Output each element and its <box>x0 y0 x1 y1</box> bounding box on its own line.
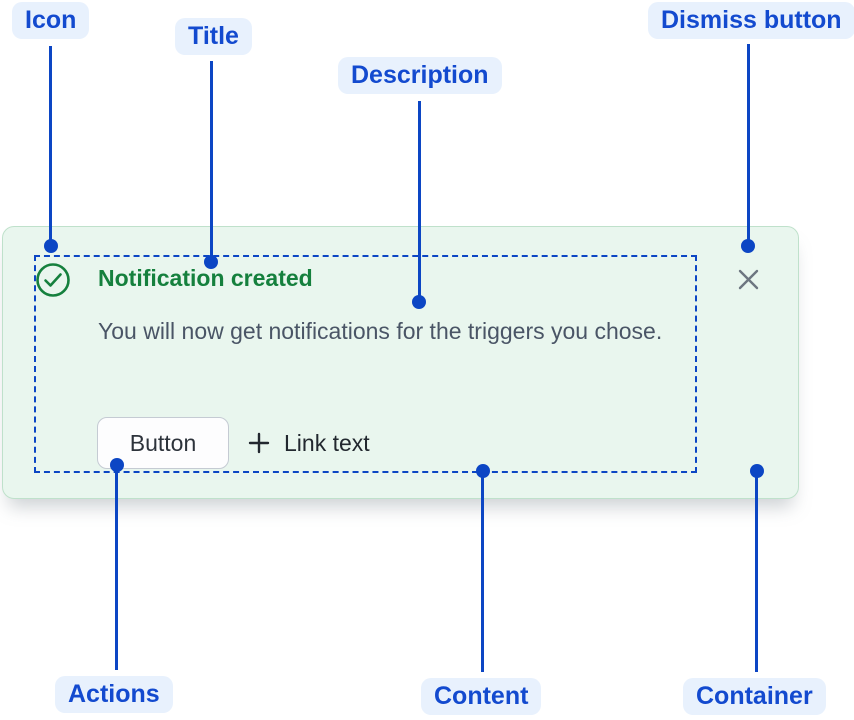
notification-container: Notification created You will now get no… <box>2 226 799 499</box>
close-icon <box>737 268 760 291</box>
connector-line-description <box>418 101 421 302</box>
connector-dot-icon <box>44 239 58 253</box>
connector-line-actions <box>115 465 118 670</box>
check-circle-icon <box>35 262 71 298</box>
connector-dot-title <box>204 255 218 269</box>
connector-line-icon <box>49 46 52 246</box>
connector-dot-actions <box>110 458 124 472</box>
callout-label-actions: Actions <box>55 676 173 713</box>
dismiss-button[interactable] <box>730 261 766 297</box>
connector-dot-content <box>476 464 490 478</box>
callout-label-title: Title <box>175 18 252 55</box>
notification-description: You will now get notifications for the t… <box>98 318 663 344</box>
connector-line-dismiss <box>747 44 750 246</box>
callout-label-container: Container <box>683 678 826 715</box>
action-link[interactable]: Link text <box>247 417 370 469</box>
notification-title: Notification created <box>98 265 313 291</box>
plus-icon <box>247 431 271 455</box>
connector-line-title <box>210 61 213 262</box>
content-region-outline <box>34 255 697 473</box>
callout-label-icon: Icon <box>12 2 90 39</box>
connector-line-container <box>755 471 758 672</box>
connector-dot-description <box>412 295 426 309</box>
action-link-label: Link text <box>284 429 370 456</box>
callout-label-dismiss-button: Dismiss button <box>648 2 854 39</box>
connector-dot-container <box>750 464 764 478</box>
connector-dot-dismiss <box>741 239 755 253</box>
callout-label-description: Description <box>338 57 502 94</box>
callout-label-content: Content <box>421 678 542 715</box>
connector-line-content <box>481 471 484 672</box>
